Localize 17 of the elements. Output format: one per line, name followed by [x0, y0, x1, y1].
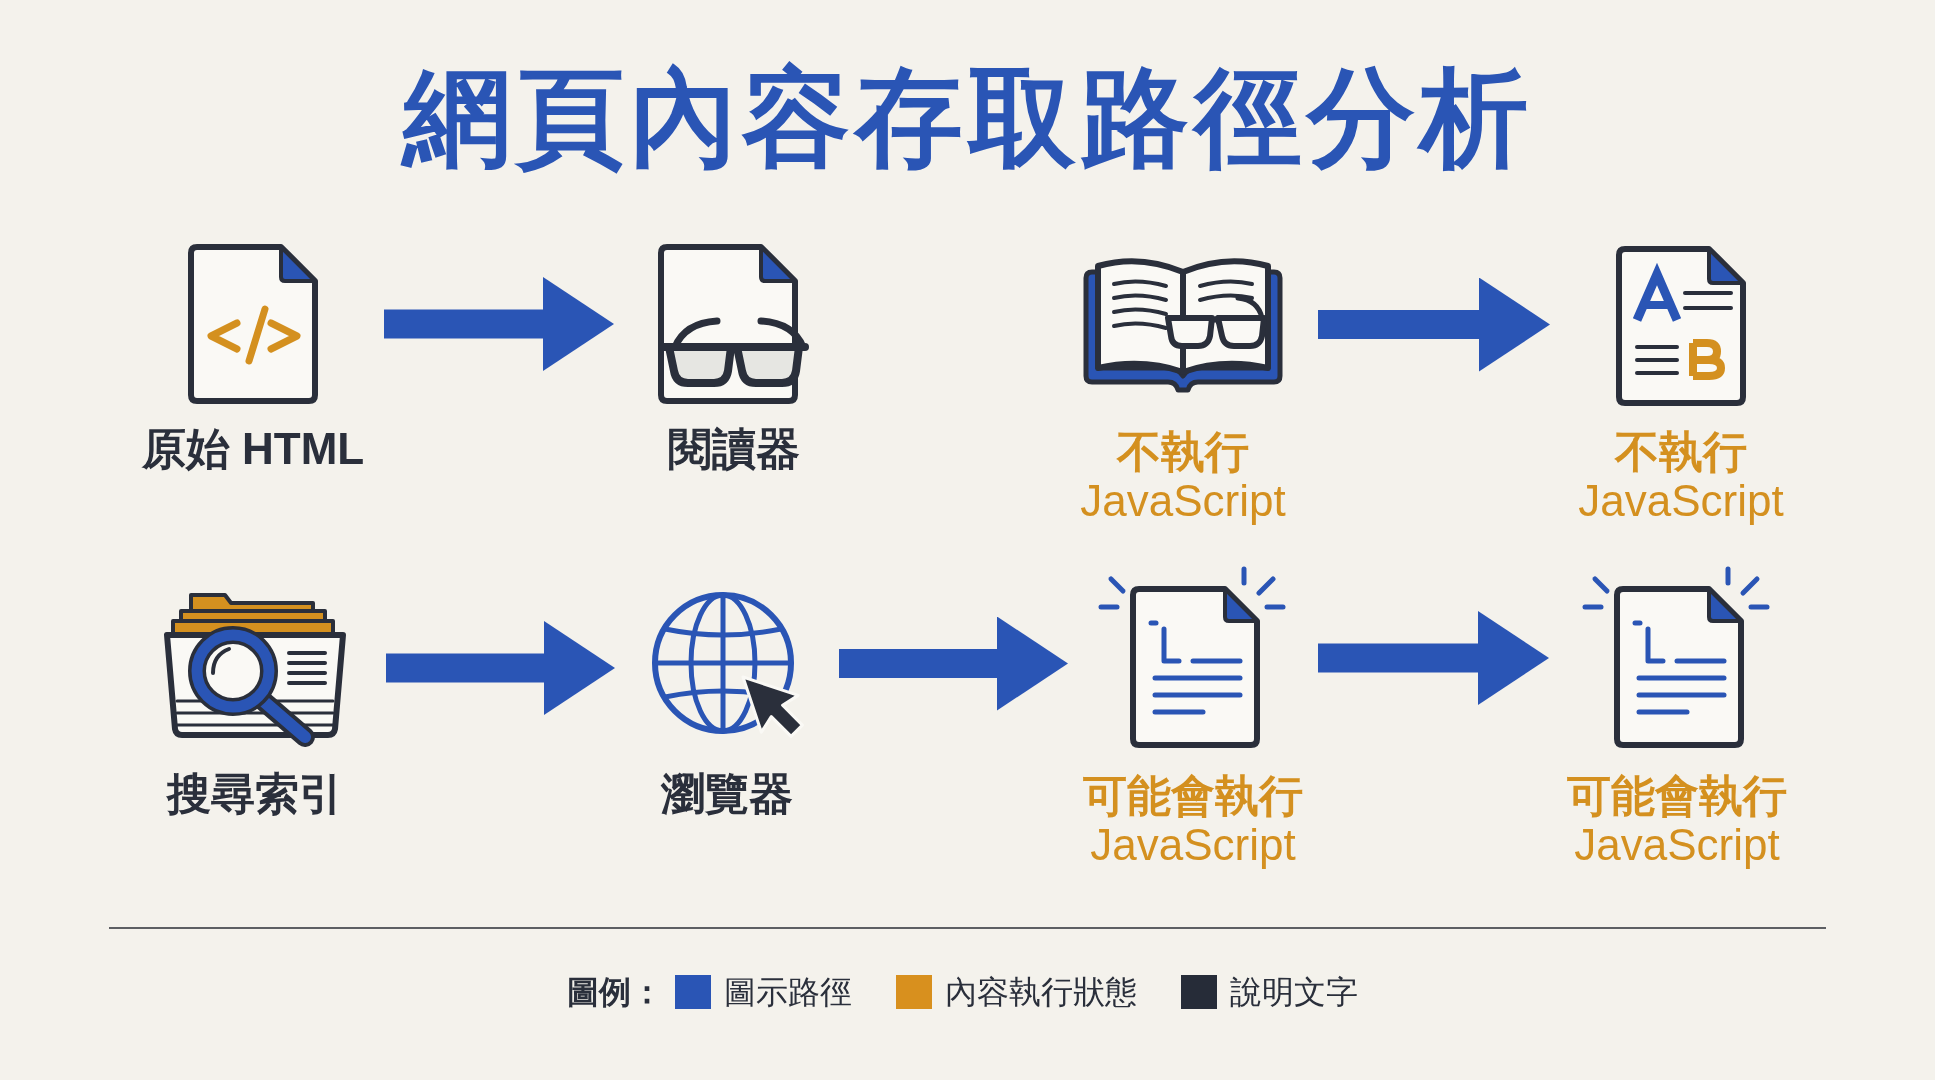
icon-caption: 閱讀器: [668, 424, 800, 473]
arrow: [1318, 611, 1549, 705]
icon-caption: 可能會執行 JavaScript: [1083, 771, 1303, 869]
icon-caption: 原始 HTML: [141, 424, 365, 473]
icon-caption: 瀏覽器: [661, 769, 793, 818]
arrow: [1318, 277, 1550, 372]
icon-caption: 不執行 JavaScript: [1080, 427, 1286, 525]
icon-caption: 搜尋索引: [167, 769, 343, 818]
arrow: [386, 621, 615, 715]
arrow: [384, 277, 614, 371]
arrow: [839, 616, 1068, 711]
legend-label: 內容執行狀態: [945, 973, 1137, 1012]
legend-label: 說明文字: [1230, 973, 1358, 1012]
legend-label: 圖示路徑: [724, 973, 852, 1012]
icon-caption: 可能會執行 JavaScript: [1567, 771, 1787, 869]
icon-caption: 不執行 JavaScript: [1578, 427, 1784, 525]
legend-heading: 圖例：: [567, 973, 663, 1012]
